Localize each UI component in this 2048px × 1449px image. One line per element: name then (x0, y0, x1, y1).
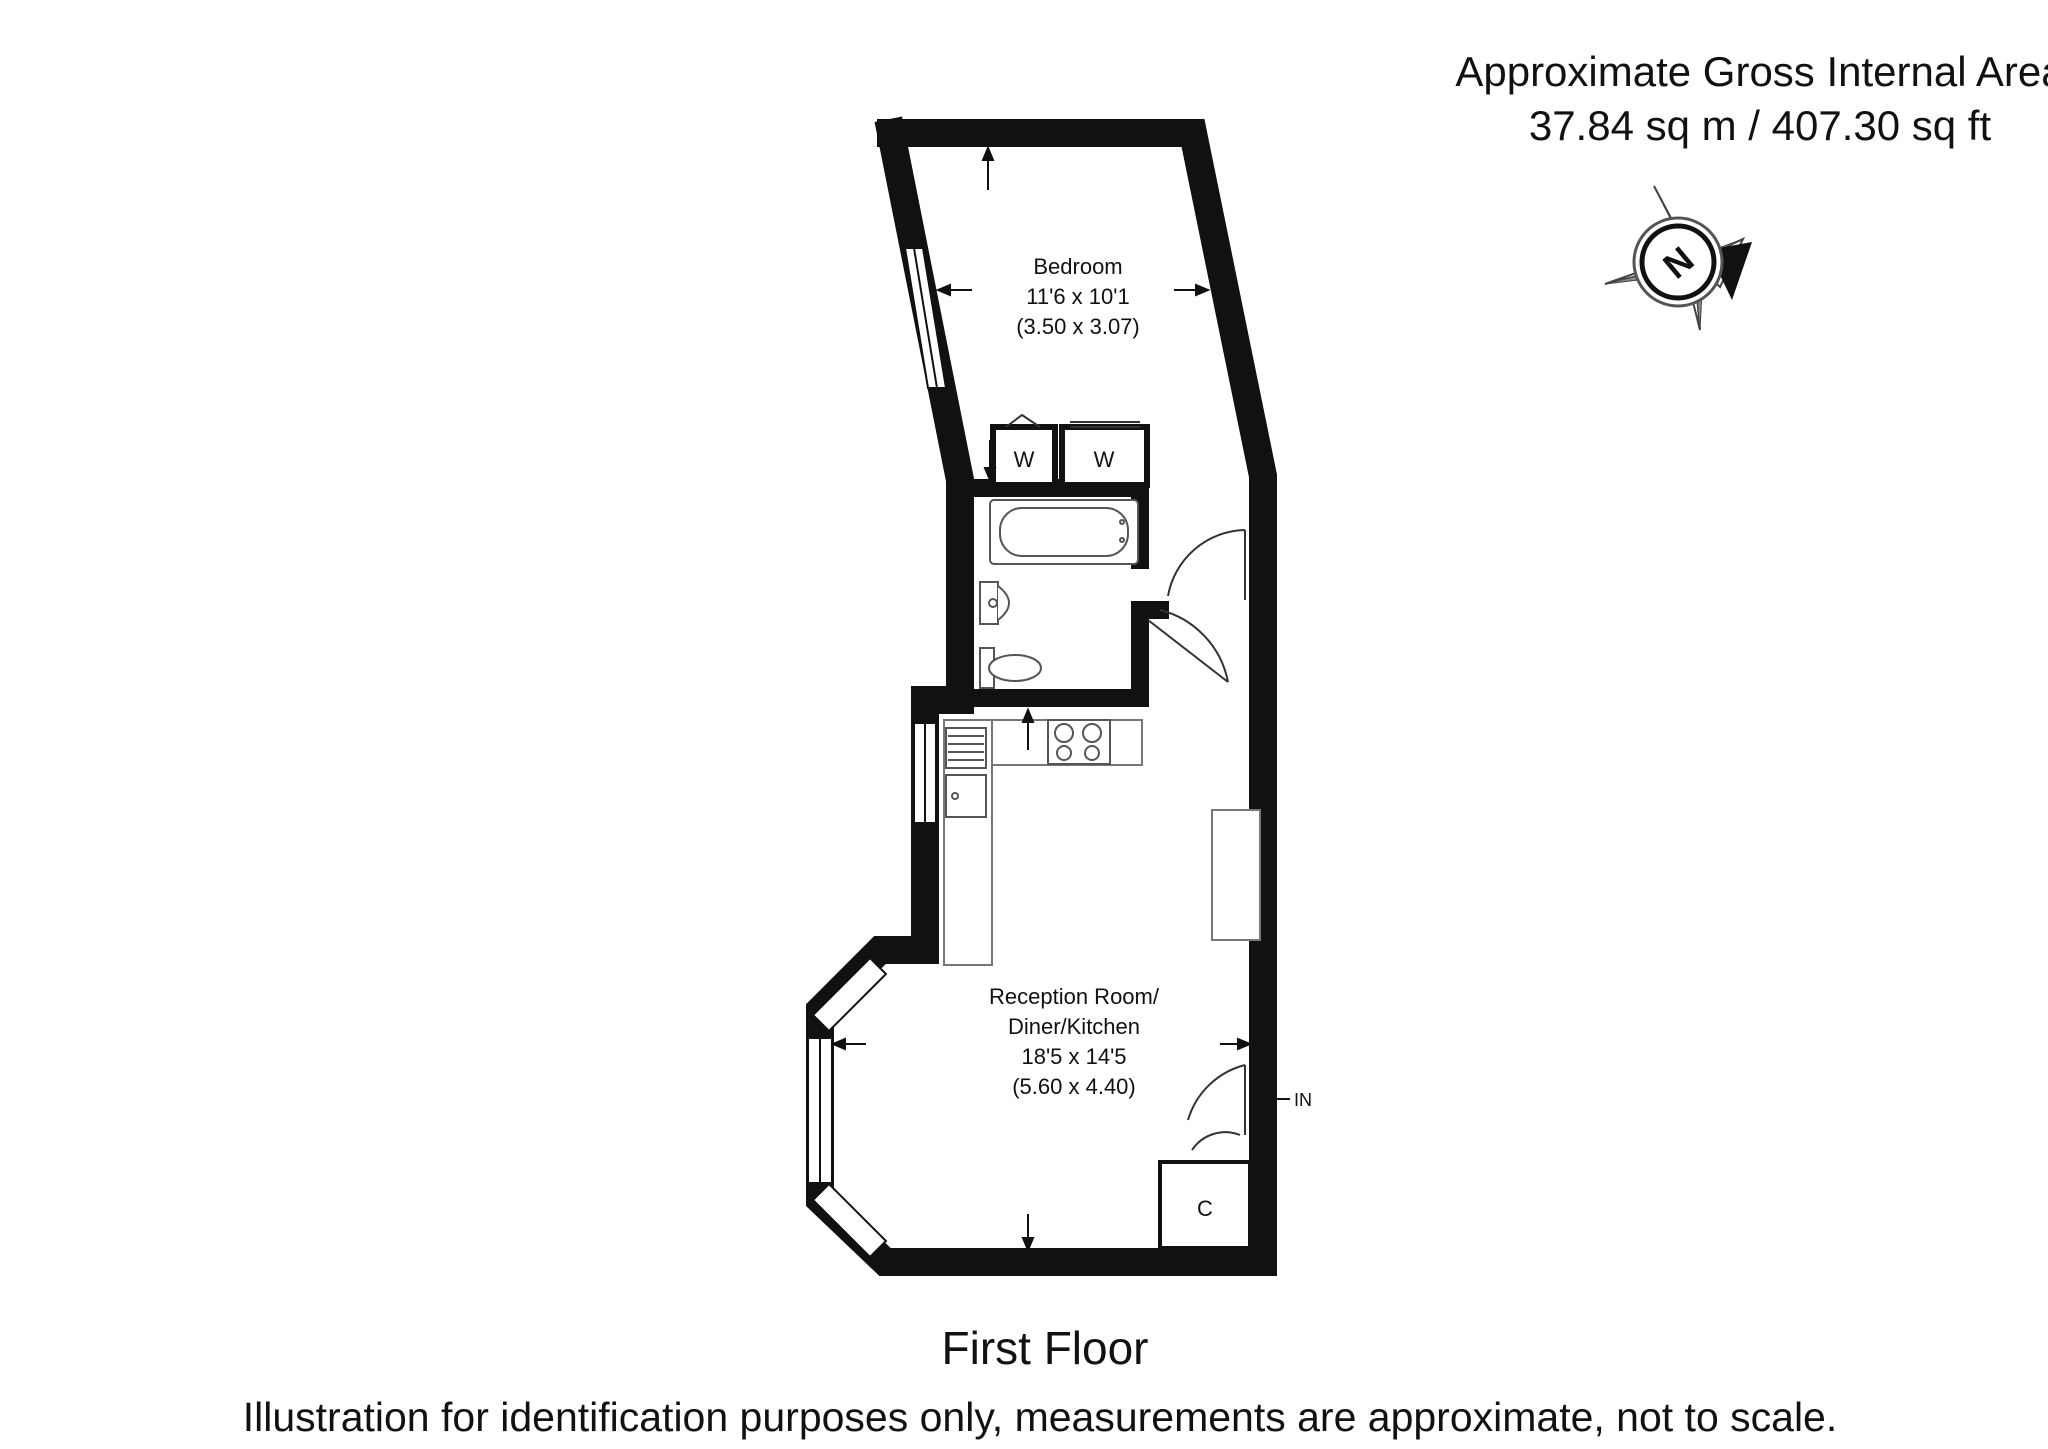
reception-imperial: 18'5 x 14'5 (1021, 1044, 1126, 1069)
toilet-icon (979, 647, 1042, 689)
wardrobes (990, 424, 1150, 488)
floor-name: First Floor (942, 1322, 1149, 1374)
entrance-arrow-icon (1260, 1088, 1290, 1110)
cupboard (1158, 1160, 1252, 1250)
bedroom-metric: (3.50 x 3.07) (1016, 314, 1140, 339)
reception-metric: (5.60 x 4.40) (1012, 1074, 1136, 1099)
sink-icon (945, 727, 987, 818)
area-heading: Approximate Gross Internal Area (1455, 48, 2048, 95)
bedroom-imperial: 11'6 x 10'1 (1026, 284, 1129, 309)
compass-rose-icon: N (1604, 185, 1752, 331)
bedroom-name: Bedroom (1033, 254, 1122, 279)
cupboard-label: C (1197, 1196, 1213, 1221)
wardrobe-left-label: W (1014, 447, 1035, 472)
hob-icon (1047, 719, 1111, 765)
bathroom-door (1147, 609, 1229, 683)
disclaimer: Illustration for identification purposes… (243, 1394, 1838, 1440)
dimension-arrows (830, 145, 1253, 1253)
reception-name-line1: Reception Room/ (989, 984, 1160, 1009)
entrance-door (1187, 1064, 1246, 1151)
wardrobe-right-label: W (1094, 447, 1115, 472)
wardrobe-door-icons (1005, 413, 1140, 428)
hall-door (1167, 529, 1246, 600)
entrance-label: IN (1294, 1090, 1312, 1110)
reception-name-line2: Diner/Kitchen (1008, 1014, 1140, 1039)
area-value: 37.84 sq m / 407.30 sq ft (1529, 102, 1992, 149)
bedroom-window (903, 247, 948, 389)
basin-icon (979, 581, 1010, 625)
bathtub-icon (989, 499, 1139, 565)
kitchen-window (913, 722, 937, 824)
bay-window (807, 956, 888, 1259)
